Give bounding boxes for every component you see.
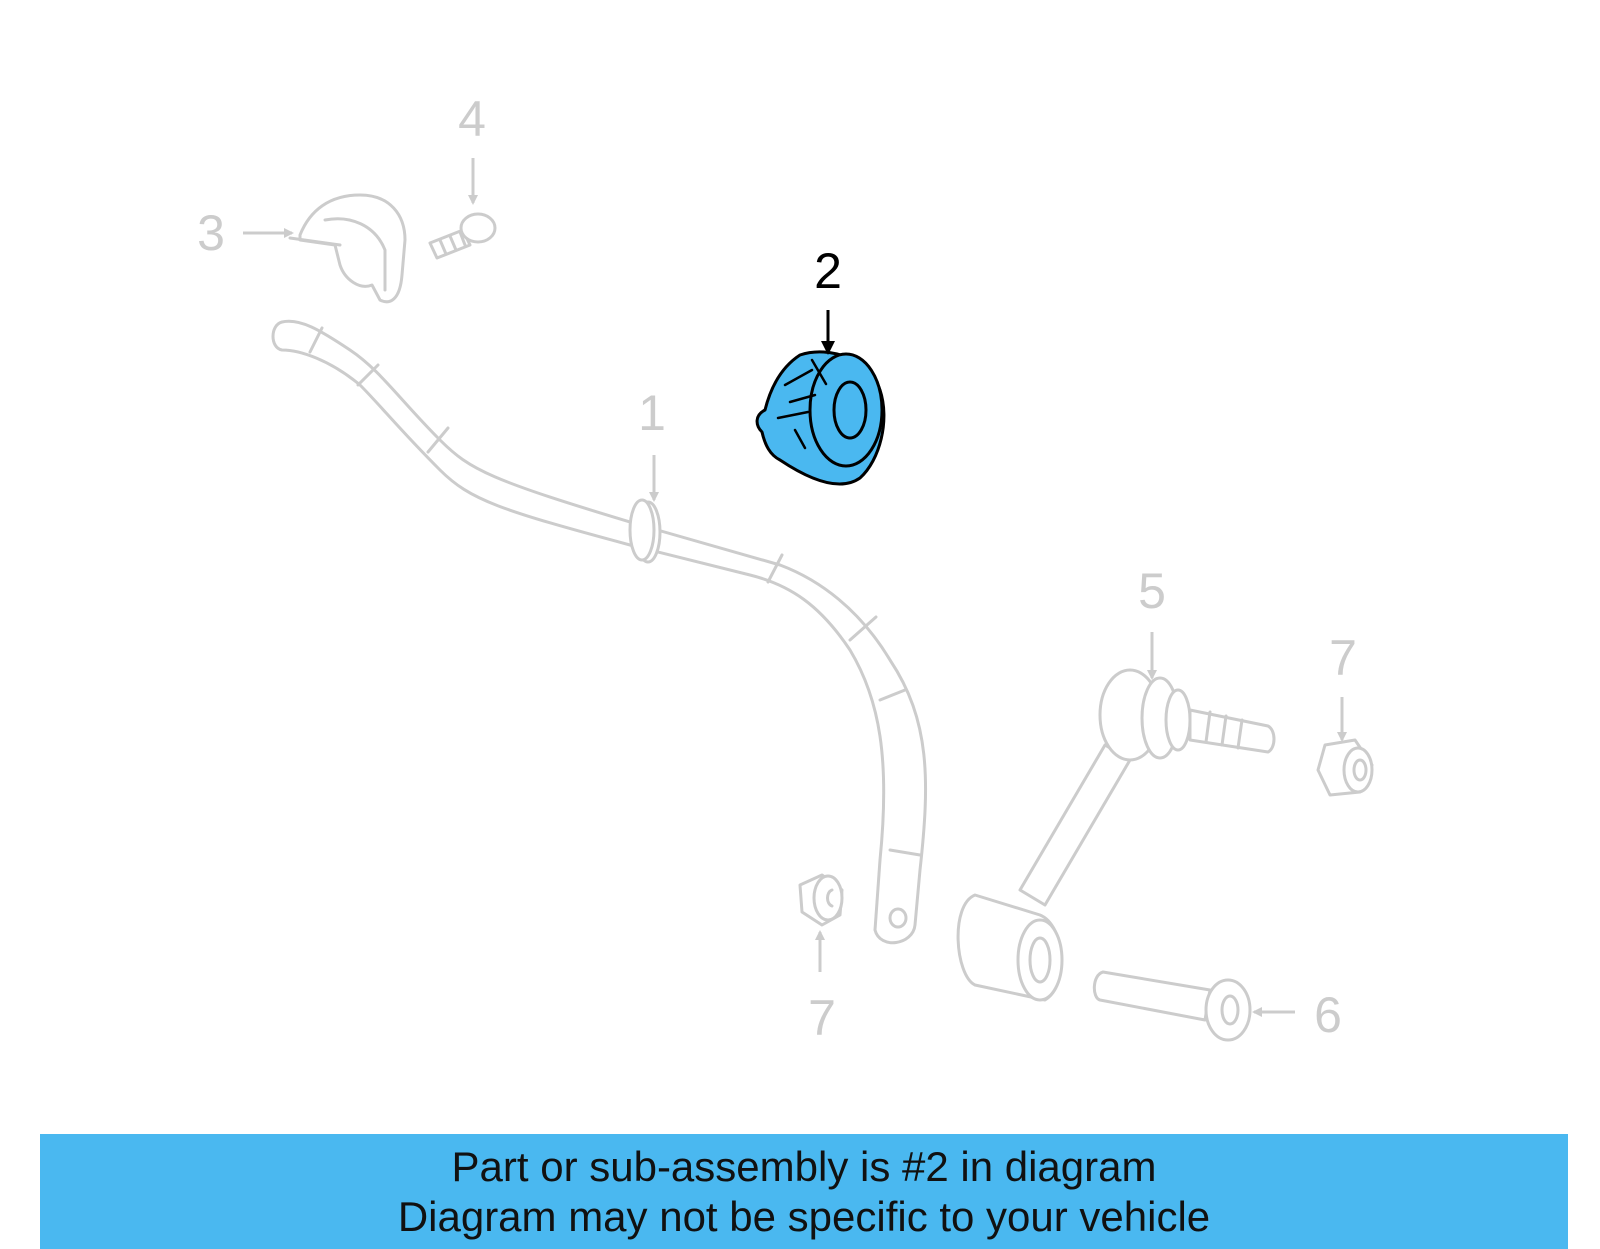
bolt-lower [1092,970,1252,1042]
stabilizer-bar [271,319,928,945]
callout-5: 5 [1138,563,1166,619]
bracket [288,193,407,304]
banner-line-1: Part or sub-assembly is #2 in diagram [451,1142,1157,1190]
callout-7b: 7 [808,990,836,1046]
stabilizer-link [956,668,1276,1002]
bushing-hole [832,380,868,440]
nut-right [1316,738,1374,797]
info-banner: Part or sub-assembly is #2 in diagram Di… [40,1134,1568,1249]
nut-lower [798,873,844,927]
bolt-upper [428,212,497,260]
callout-2: 2 [814,243,842,299]
callout-7a: 7 [1329,630,1357,686]
callout-4: 4 [458,91,486,147]
callout-3: 3 [197,205,225,261]
callout-1: 1 [638,385,666,441]
bushing-highlighted [755,350,886,486]
banner-line-2: Diagram may not be specific to your vehi… [397,1192,1211,1240]
callout-6: 6 [1314,987,1342,1043]
